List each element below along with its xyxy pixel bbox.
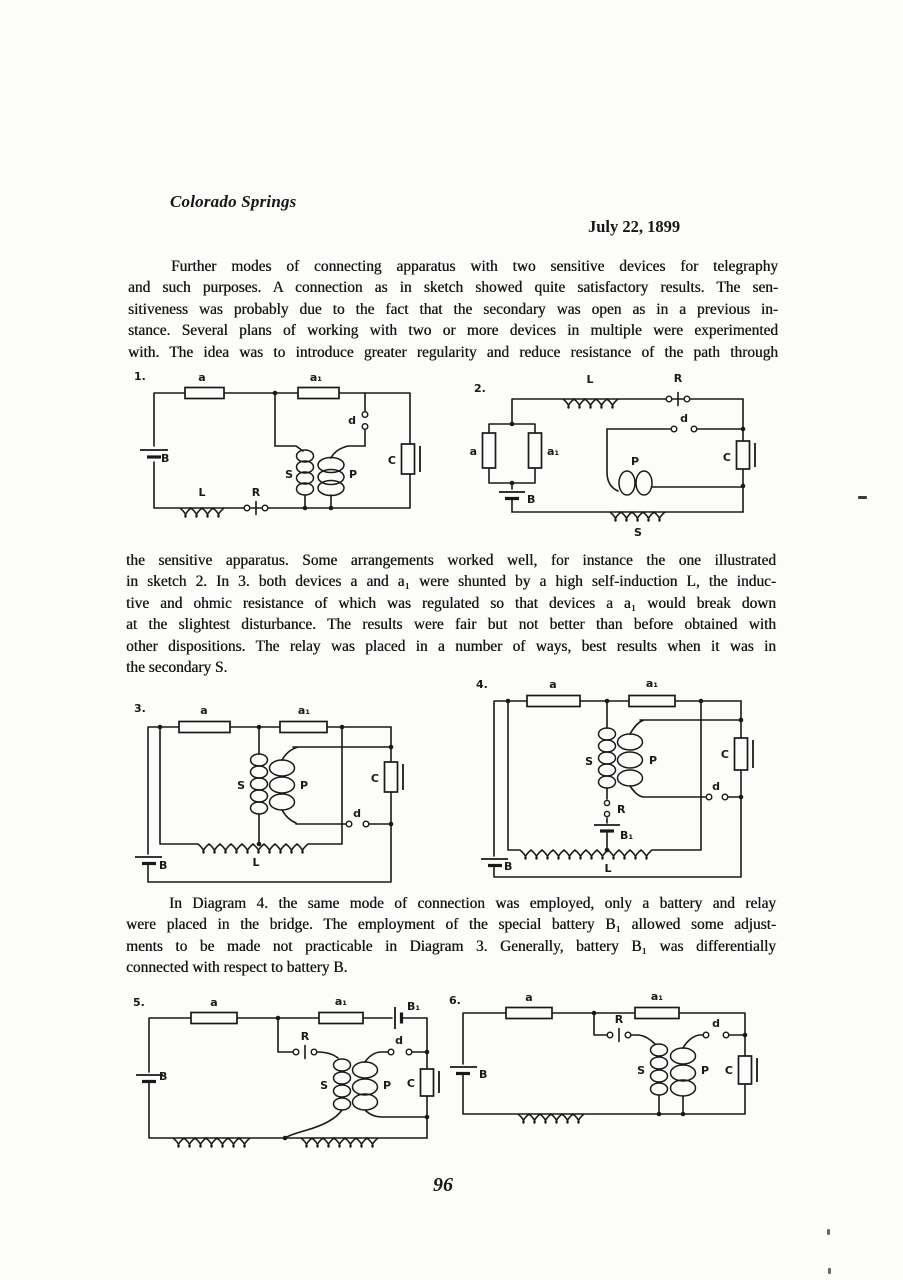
figure-3-number: 3. <box>134 702 146 715</box>
figure-4-number: 4. <box>476 678 488 691</box>
fig1-label-a: a <box>198 371 205 384</box>
text-line: stance. Several plans of working with tw… <box>128 322 778 340</box>
scan-artifact-dash <box>858 496 867 499</box>
fig4-label-L: L <box>604 862 611 875</box>
text-line: and such purposes. A connection as in sk… <box>128 279 778 297</box>
fig5-label-a: a <box>210 996 217 1009</box>
fig2-label-a1: a₁ <box>547 445 559 458</box>
fig3-label-a: a <box>200 704 207 717</box>
fig4-label-d: d <box>712 780 720 793</box>
text-line: other dispositions. The relay was placed… <box>126 637 776 655</box>
fig3-label-L: L <box>252 856 259 869</box>
fig6-label-S: S <box>637 1064 645 1077</box>
text-line: in sketch 2. In 3. both devices a and a₁… <box>126 573 776 591</box>
fig3-label-C: C <box>371 772 379 785</box>
fig2-label-a: a <box>470 445 477 458</box>
text-line: In Diagram 4. the same mode of connectio… <box>169 895 776 912</box>
fig6-label-d: d <box>712 1017 720 1030</box>
paragraph-3: In Diagram 4. the same mode of connectio… <box>126 893 776 979</box>
fig1-label-d: d <box>348 414 356 427</box>
fig6-label-C: C <box>725 1064 733 1077</box>
page-number: 96 <box>433 1174 453 1196</box>
fig1-label-L: L <box>198 486 205 499</box>
circuit-diagram-3: 3. a a₁ B L S P <box>128 696 463 888</box>
fig1-label-P: P <box>349 468 357 481</box>
fig4-label-a1: a₁ <box>646 677 658 690</box>
paragraph-1: Further modes of connecting apparatus wi… <box>128 256 778 363</box>
fig4-label-a: a <box>549 678 556 691</box>
fig1-label-R: R <box>252 486 261 499</box>
fig6-label-B: B <box>479 1068 487 1081</box>
fig4-label-B: B <box>504 860 512 873</box>
figure-2-number: 2. <box>474 382 486 395</box>
fig3-label-a1: a₁ <box>298 704 310 717</box>
fig4-label-S: S <box>585 755 593 768</box>
fig5-label-S: S <box>320 1079 328 1092</box>
circuit-diagram-1: 1. B a a₁ S P d <box>128 366 458 542</box>
fig5-label-C: C <box>407 1077 415 1090</box>
figure-1-number: 1. <box>134 370 146 383</box>
fig1-label-B: B <box>161 452 169 465</box>
header-date: July 22, 1899 <box>588 217 681 236</box>
text-line: the sensitive apparatus. Some arrangemen… <box>126 552 776 569</box>
fig4-label-C: C <box>721 748 729 761</box>
text-line: the secondary S. <box>126 659 228 677</box>
fig1-label-a1: a₁ <box>310 371 322 384</box>
fig5-label-a1: a₁ <box>335 995 347 1008</box>
circuit-diagram-2: 2. L R a a₁ B S C <box>460 366 795 546</box>
fig5-label-B: B <box>159 1070 167 1083</box>
circuit-diagram-5: 5. a a₁ B₁ B R S <box>125 990 460 1160</box>
header-location: Colorado Springs <box>170 192 297 211</box>
fig5-label-d: d <box>395 1034 403 1047</box>
fig1-label-S: S <box>285 468 293 481</box>
fig2-label-R: R <box>674 372 683 385</box>
scan-artifact-speck <box>827 1229 830 1235</box>
fig6-label-a1: a₁ <box>651 990 663 1003</box>
figure-5-number: 5. <box>133 996 145 1009</box>
text-line: with. The idea was to introduce greater … <box>128 343 778 361</box>
fig5-label-R: R <box>301 1030 310 1043</box>
fig2-label-d: d <box>680 412 688 425</box>
circuit-diagram-6: 6. a a₁ B R S <box>443 990 778 1142</box>
scan-artifact-speck <box>828 1268 831 1274</box>
fig3-label-S: S <box>237 779 245 792</box>
fig1-label-C: C <box>388 454 396 467</box>
circuit-diagram-4: 4. a a₁ B L S R <box>468 672 803 886</box>
text-line: at the slightest disturbance. The result… <box>126 616 776 634</box>
text-line: sitiveness was probably due to the fact … <box>128 300 778 318</box>
fig2-label-C: C <box>723 451 731 464</box>
fig5-label-B1: B₁ <box>407 1000 420 1013</box>
fig2-label-S: S <box>634 526 642 539</box>
fig2-label-P: P <box>631 455 639 468</box>
fig6-label-R: R <box>615 1013 624 1026</box>
fig4-label-P: P <box>649 754 657 767</box>
text-line: ments to be made not practicable in Diag… <box>126 937 776 955</box>
text-line: Further modes of connecting apparatus wi… <box>171 258 778 275</box>
figure-6-number: 6. <box>449 994 461 1007</box>
text-line: were placed in the bridge. The employmen… <box>126 916 776 934</box>
fig4-label-R: R <box>617 803 626 816</box>
paragraph-2: the sensitive apparatus. Some arrangemen… <box>126 550 776 678</box>
fig5-label-P: P <box>383 1079 391 1092</box>
fig2-label-L: L <box>586 373 593 386</box>
fig2-label-B: B <box>527 493 535 506</box>
fig6-label-a: a <box>525 991 532 1004</box>
fig3-label-d: d <box>353 807 361 820</box>
fig3-label-B: B <box>159 859 167 872</box>
fig3-label-P: P <box>300 779 308 792</box>
text-line: connected with respect to battery B. <box>126 959 348 977</box>
fig6-label-P: P <box>701 1064 709 1077</box>
fig4-label-B1: B₁ <box>620 829 633 842</box>
text-line: tive and ohmic resistance of which was r… <box>126 594 776 612</box>
